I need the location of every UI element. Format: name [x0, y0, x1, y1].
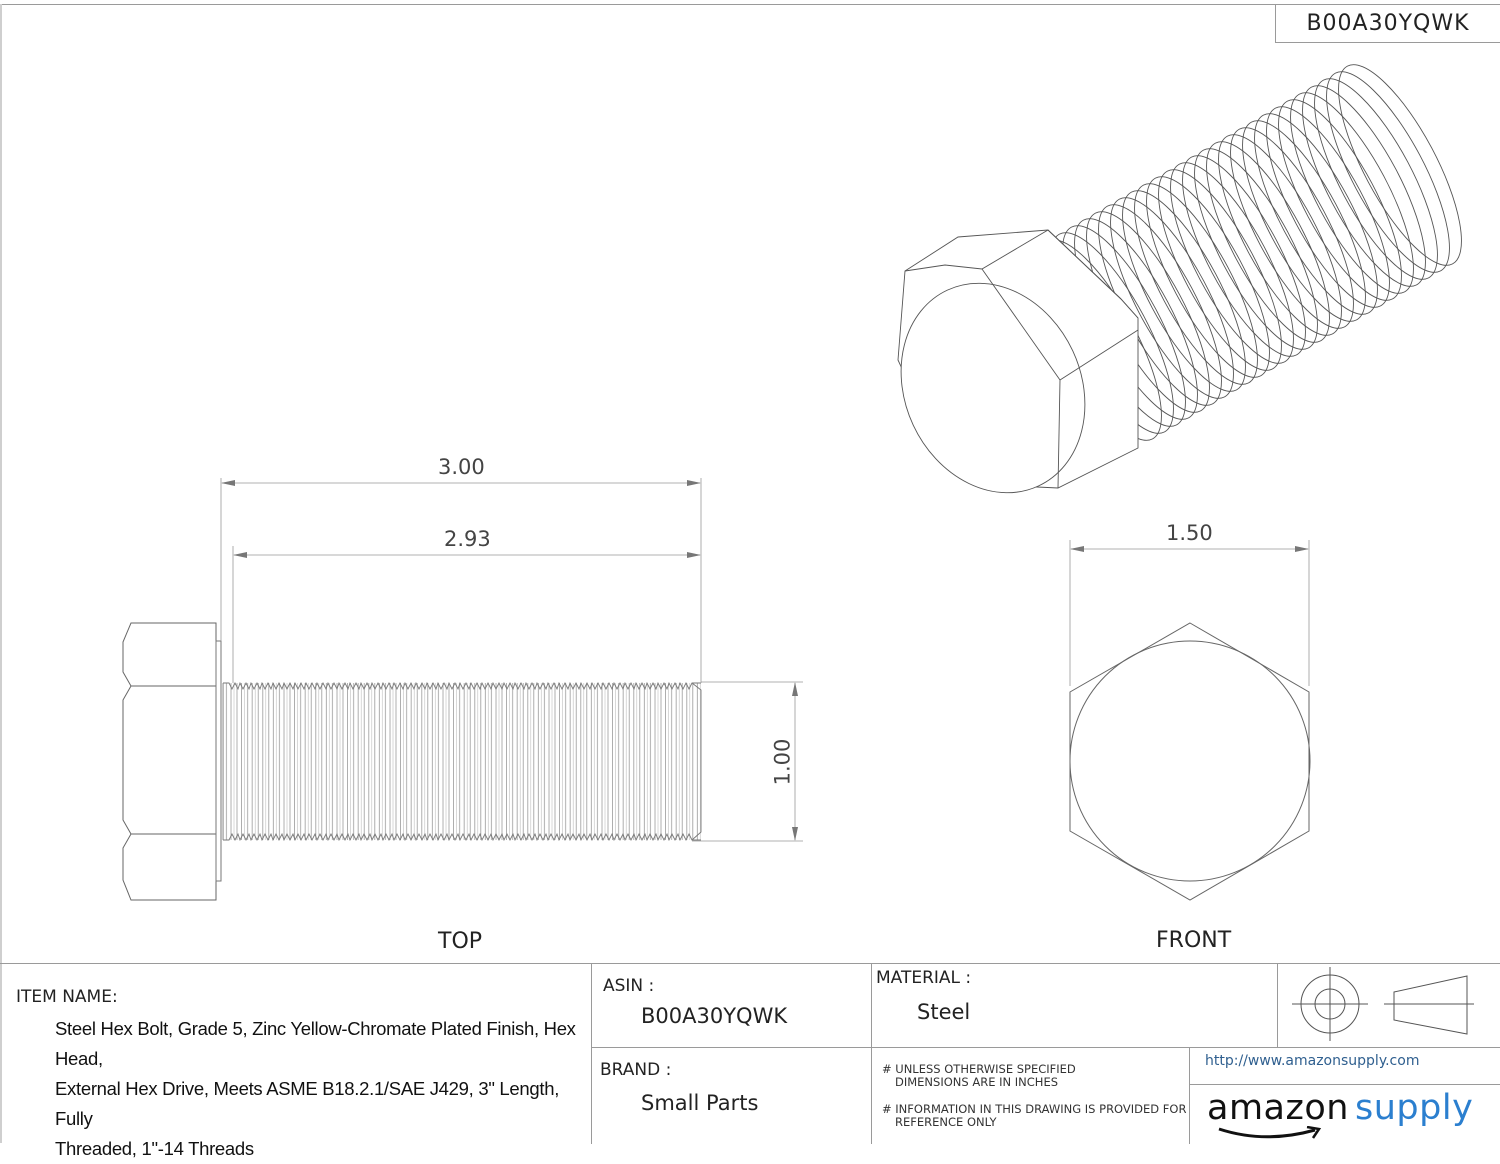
sheet-border-left	[0, 4, 2, 1143]
dim-thread-length: 2.93	[444, 527, 491, 551]
sheet-border-top	[2, 4, 1500, 5]
thread-crest-bottom	[223, 832, 701, 842]
material-value: Steel	[917, 1000, 971, 1024]
item-name-cell: ITEM NAME: Steel Hex Bolt, Grade 5, Zinc…	[0, 964, 592, 1159]
logo-supply-word: supply	[1355, 1088, 1474, 1128]
front-view-label: FRONT	[1156, 928, 1232, 953]
item-name-label: ITEM NAME:	[16, 987, 118, 1007]
isometric-view	[897, 64, 1462, 494]
asin-corner-label: B00A30YQWK	[1275, 4, 1500, 43]
note-reference: # INFORMATION IN THIS DRAWING IS PROVIDE…	[882, 1102, 1187, 1129]
brand-cell: BRAND : Small Parts	[592, 1048, 872, 1144]
thread-crest-top	[223, 681, 701, 691]
amazon-smile-icon	[1218, 1126, 1322, 1139]
asin-value: B00A30YQWK	[641, 1004, 788, 1028]
dim-overall-length: 3.00	[438, 455, 485, 479]
item-name-line: External Hex Drive, Meets ASME B18.2.1/S…	[55, 1078, 560, 1129]
item-name-line: Steel Hex Bolt, Grade 5, Zinc Yellow-Chr…	[55, 1018, 576, 1069]
top-view-label: TOP	[438, 929, 483, 954]
projection-cell	[1278, 964, 1500, 1048]
front-view	[1069, 540, 1311, 901]
note-units: # UNLESS OTHERWISE SPECIFIED DIMENSIONS …	[882, 1062, 1076, 1089]
brand-label: BRAND :	[600, 1060, 672, 1080]
logo-amazon-word: amazon	[1207, 1088, 1349, 1128]
material-label: MATERIAL :	[876, 968, 972, 988]
brand-value: Small Parts	[641, 1091, 759, 1115]
iso-thread-rings	[1038, 64, 1462, 441]
item-name-description: Steel Hex Bolt, Grade 5, Zinc Yellow-Chr…	[55, 1014, 585, 1164]
top-view	[122, 478, 803, 901]
material-cell: MATERIAL : Steel	[872, 964, 1278, 1048]
engineering-drawing	[122, 64, 1462, 901]
notes-cell: # UNLESS OTHERWISE SPECIFIED DIMENSIONS …	[872, 1048, 1190, 1144]
dim-diameter: 1.00	[770, 738, 795, 786]
asin-cell: ASIN : B00A30YQWK	[592, 964, 872, 1048]
item-name-line: Threaded, 1"-14 Threads	[55, 1138, 254, 1159]
asin-label: ASIN :	[603, 976, 655, 996]
dim-across-flats: 1.50	[1166, 521, 1213, 545]
url-cell: http://www.amazonsupply.com	[1190, 1048, 1500, 1085]
amazonsupply-url[interactable]: http://www.amazonsupply.com	[1205, 1053, 1420, 1069]
third-angle-projection-icon	[1292, 967, 1474, 1041]
